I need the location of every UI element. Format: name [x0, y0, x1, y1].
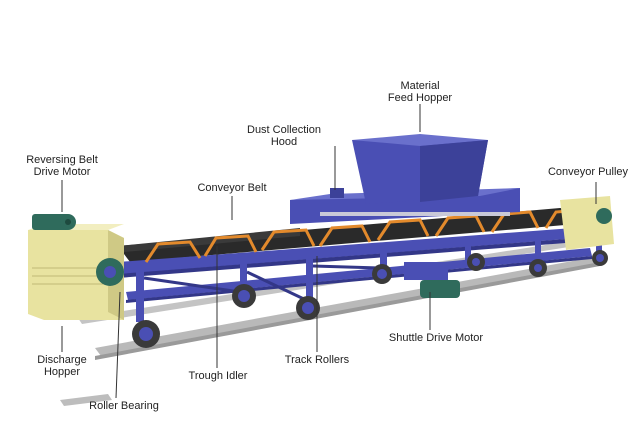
- leader-lines: [61, 104, 597, 399]
- label-roller-bearing: Roller Bearing: [89, 400, 159, 412]
- label-material-feed-hopper: Material Feed Hopper: [387, 80, 453, 104]
- feed-hopper-assembly: [290, 134, 520, 224]
- label-discharge-hopper: Discharge Hopper: [37, 354, 87, 378]
- label-shuttle-drive-motor: Shuttle Drive Motor: [388, 332, 484, 344]
- label-trough-idler: Trough Idler: [188, 370, 248, 382]
- label-conveyor-pulley: Conveyor Pulley: [547, 166, 629, 178]
- conveyor-pulley-shape: [560, 196, 614, 250]
- track-rollers-shape: [132, 250, 608, 348]
- label-dust-collection-hood: Dust Collection Hood: [247, 124, 321, 148]
- label-track-rollers: Track Rollers: [284, 354, 350, 366]
- roller-bearing-shape: [96, 258, 124, 286]
- label-reversing-belt-drive-motor: Reversing Belt Drive Motor: [26, 154, 98, 178]
- reversing-drive-motor-shape: [32, 214, 76, 230]
- label-conveyor-belt: Conveyor Belt: [197, 182, 267, 194]
